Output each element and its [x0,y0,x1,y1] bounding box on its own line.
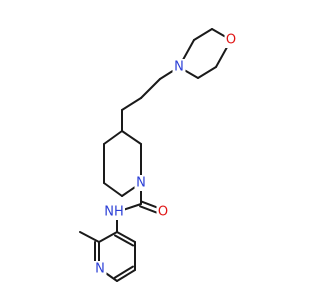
morpholine-n-label-bg [172,59,186,75]
bond-pTop-pa [121,130,142,145]
bond-mCb-mCa [193,28,213,41]
carbonyl-o-label-bg [156,204,170,220]
bond-cA-cB [140,78,161,99]
bond-aromatic-inner-3 [113,265,134,279]
piperidine-n-label: N [136,176,146,191]
morpholine-o-label: O [226,33,236,48]
carbonyl-o-label: O [158,205,168,220]
piperidine-n-label-bg [134,175,148,191]
bond-pc-pd [103,182,123,197]
pyridine-n-label-bg [93,261,107,277]
morpholine-o-label-bg [224,32,238,48]
bond-r2-rMe [79,231,100,243]
bond-mCd-mCc [197,66,217,79]
amide-nh-label: NH [104,205,124,220]
bond-layer [79,28,232,282]
bond-r1-r2 [98,231,118,243]
pyridine-n-label: N [95,262,105,277]
bond-r6-r1 [116,231,136,243]
bond-cB-cC [121,97,142,111]
bond-r4-r5 [116,269,136,282]
bond-pf-pTop [103,130,123,145]
morpholine-n-label: N [174,60,184,75]
amide-nh-label-bg [103,204,125,220]
bond-aromatic-inner-1 [114,234,135,247]
